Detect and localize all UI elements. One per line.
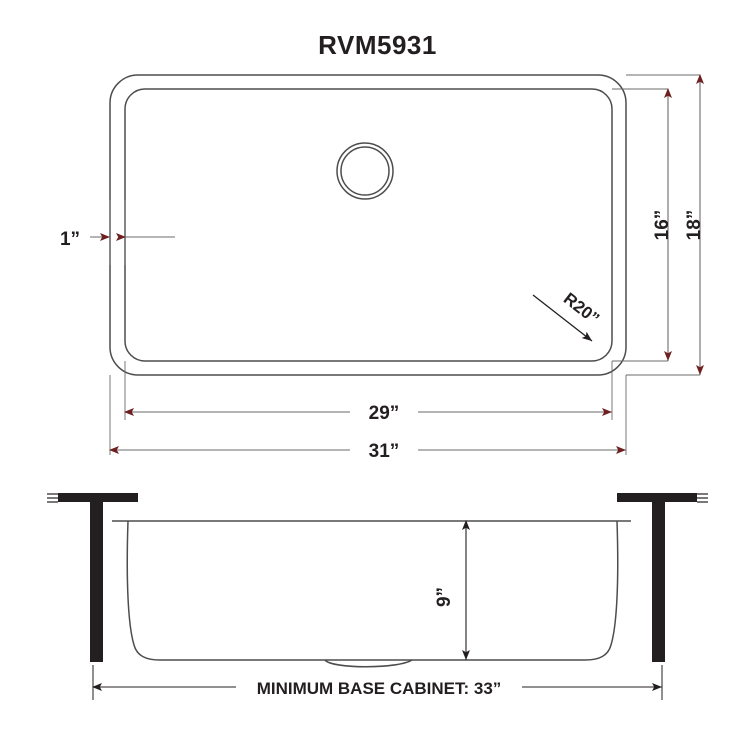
drain-inner-ring-icon xyxy=(340,146,390,196)
top-view-extension-lines xyxy=(109,74,700,455)
dimension-label-basin-depth: 16” xyxy=(652,210,673,241)
dimension-basin-depth: 16” xyxy=(652,88,673,361)
dimension-basin-width: 29” xyxy=(124,403,612,424)
dimension-overall-width: 31” xyxy=(109,441,626,462)
dimension-label-minimum-base-cabinet: MINIMUM BASE CABINET: 33” xyxy=(257,679,502,698)
dimension-corner-radius: R20” xyxy=(532,289,603,342)
cross-section-geometry xyxy=(47,493,708,668)
dimension-label-sink-depth: 9” xyxy=(434,587,455,607)
dimension-label-corner-radius: R20” xyxy=(560,289,603,328)
dimension-sink-depth: 9” xyxy=(434,520,470,660)
top-view-geometry xyxy=(109,74,627,376)
sink-basin-outline xyxy=(124,88,613,362)
drain-outer-ring-icon xyxy=(336,142,394,200)
basin-section-body xyxy=(126,520,619,661)
drain-bump-section xyxy=(324,659,413,668)
cabinet-extension-lines xyxy=(92,665,663,700)
dimension-rim-lip: 1” xyxy=(60,229,145,250)
dimension-label-basin-width: 29” xyxy=(369,403,400,424)
cabinet-wall-right xyxy=(652,502,665,662)
dimension-label-overall-width: 31” xyxy=(369,441,400,462)
sink-rim-outline xyxy=(109,74,627,376)
dimension-overall-depth: 18” xyxy=(684,74,705,375)
dimension-label-rim-lip: 1” xyxy=(60,229,80,250)
cabinet-wall-left xyxy=(90,502,103,662)
page-title: RVM5931 xyxy=(318,30,437,60)
dimension-label-overall-depth: 18” xyxy=(684,210,705,241)
countertop-right xyxy=(617,493,697,502)
dimension-minimum-base-cabinet: MINIMUM BASE CABINET: 33” xyxy=(92,679,662,698)
countertop-left xyxy=(58,493,138,502)
